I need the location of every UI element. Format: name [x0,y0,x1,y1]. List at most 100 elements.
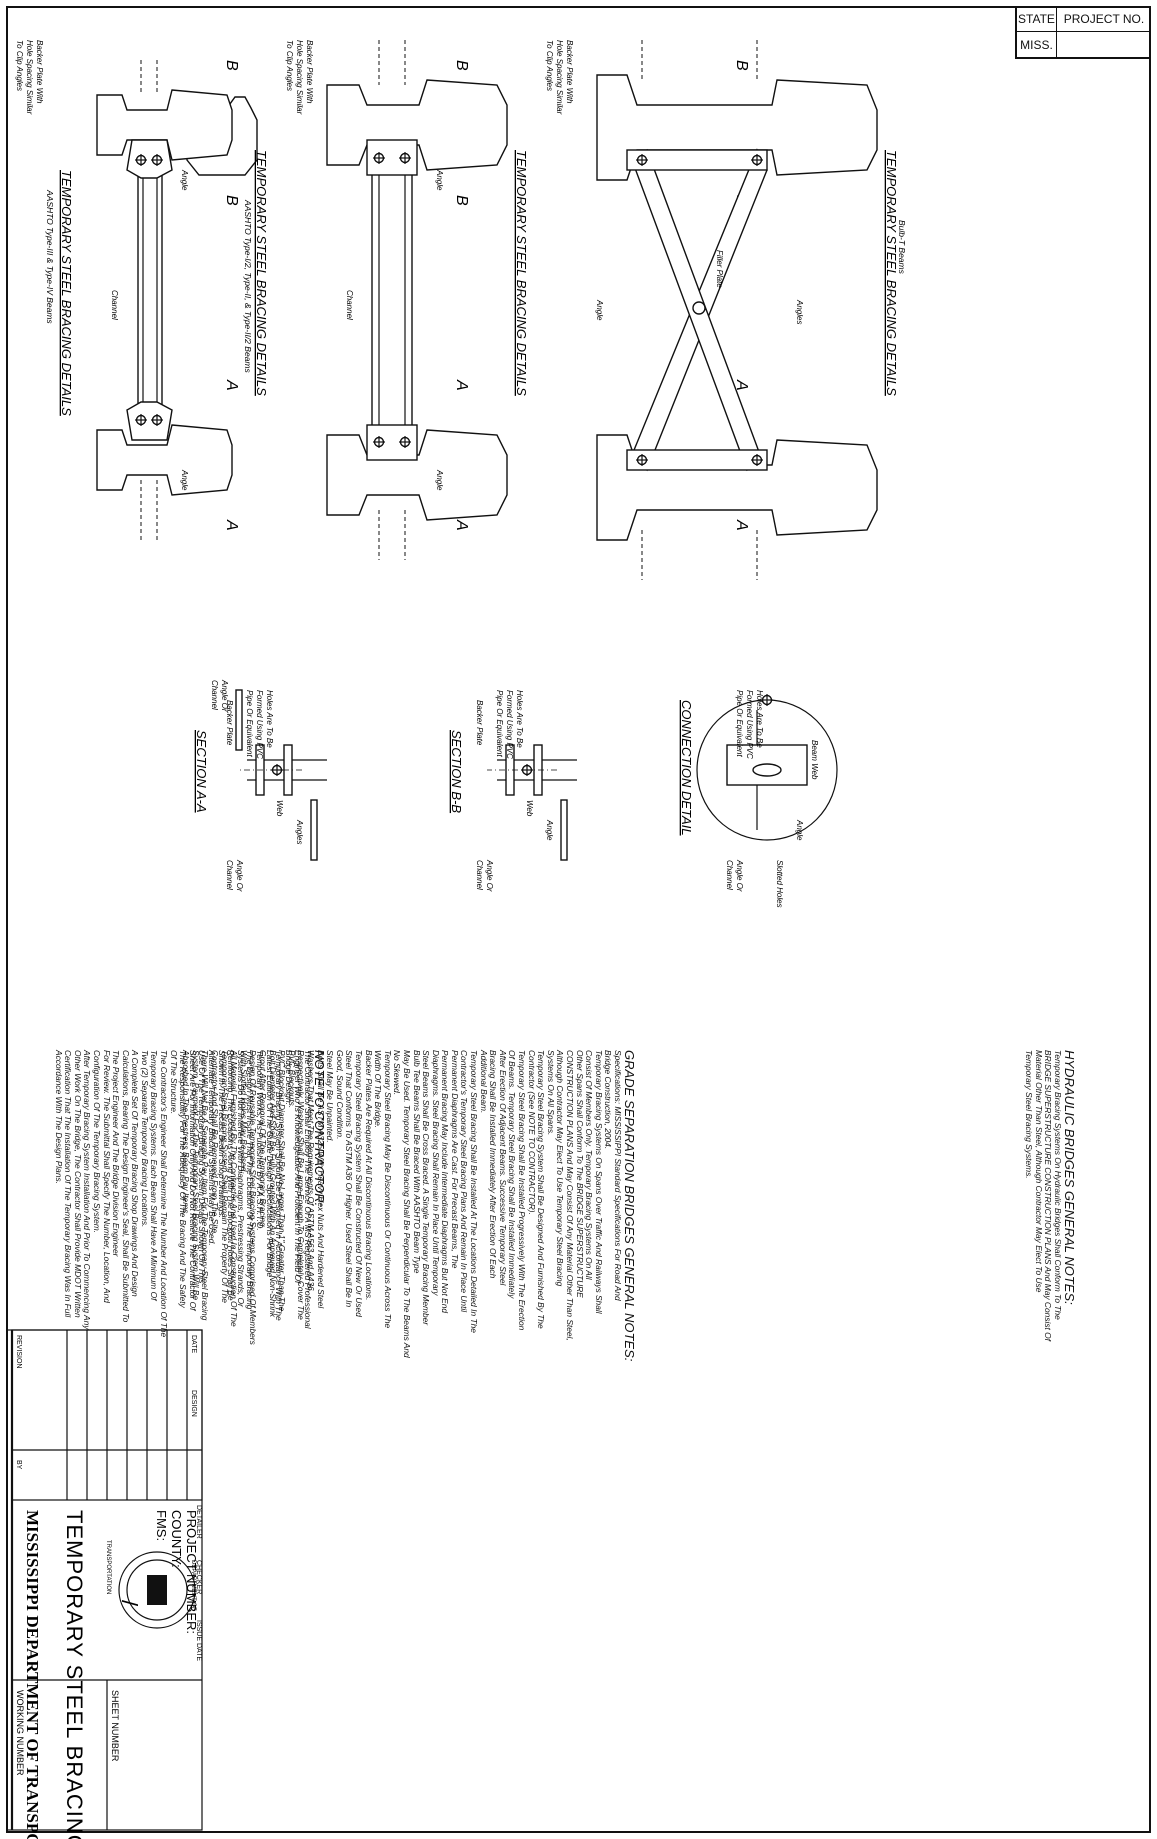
contractor-note-line: Other Work On The Bridge, The Contractor… [72,1050,83,1318]
detail-1-subtitle: AASHTO Type-III & Type-IV Beams [45,189,55,324]
label-holes-2c: Pipe Or Equivalent [495,690,504,757]
contractor-note-line: For Review. The Submittal Shall Specify … [101,1050,112,1303]
detail-3-drawing [596,40,878,580]
grade-note-line: Respectively. Washers Shall Be Large Eno… [296,1050,307,1320]
grade-note-line: Of Beams. Temporary Steel Bracing Shall … [507,1050,518,1299]
label-holes-2a: Holes Are To Be [515,690,524,748]
issue-date-label: ISSUE DATE [195,1620,202,1661]
grade-note-line: Additional Beam. [478,1050,489,1114]
grade-note-line: No Skewed. [392,1050,403,1096]
section-aa-caption: SECTION A-A [194,730,209,813]
marker-b-2: B [223,195,240,206]
label-beam-web: Beam Web [810,740,819,780]
project-no-value [1056,32,1151,58]
label-hole-spacing-1: Hole Spacing Similar [25,40,34,115]
grade-note-line: Permanent Bracing May Include Intermedia… [440,1050,451,1314]
label-channel-word-3: Channel [725,860,734,890]
grade-note-line: PVC Blockouts. [286,1050,297,1109]
detail-2-caption: TEMPORARY STEEL BRACING DETAILS [514,150,529,396]
date-label: DATE [190,1335,197,1353]
grade-note-line: Bridge Construction, 2004. [603,1050,614,1150]
grade-note-line: Width Of The Bridge. [373,1050,384,1129]
title-block-text: MISSISSIPPI DEPARTMENT OF TRANSPORTATION… [15,1335,202,1839]
hydraulic-note-line: Material Other Than Steel, Although Cont… [1033,1050,1044,1293]
label-hole-spacing-2: Hole Spacing Similar [295,40,304,115]
hydraulic-note-line: Temporary Bracing Systems On Hydraulic B… [1053,1050,1063,1320]
grade-note-line: Bulb Tee Beams Shall Be Braced With AASH… [411,1050,422,1274]
label-angle-4: Angle [435,169,444,191]
checker-label: CHECKER [195,1560,202,1594]
grade-note-line: Steel That Conforms To ASTM A36 Or Highe… [344,1050,355,1308]
title-block [6,1329,203,1831]
label-angle-3: Angle [435,469,444,491]
grade-note-line: Diaphragms. Steel Bracing Shall Remain I… [430,1050,441,1296]
grade-note-line: Temporary Bracing Systems On Spans Over … [593,1050,604,1314]
label-web-2: Web [525,800,534,817]
grade-note-line: PVC Blockout Diameter Shall Be No Larger… [277,1050,288,1312]
grade-note-line: With Slotted Holes May Be Used. [238,1050,249,1174]
label-hole-spacing-3: Hole Spacing Similar [555,40,564,115]
drawing-labels: Channel Channel Angle Angle Angle Angle … [15,40,819,908]
state-value: MISS. [1016,32,1056,58]
label-backer-with-3: Backer Plate With [565,40,574,104]
label-angle-conn: Angle [795,819,804,841]
label-backer-plate-1: Backer Plate [225,700,234,746]
section-bb-drawing [487,744,577,861]
marker-b-5: B [733,60,750,71]
contractor-note-line: Two (2) Separate Temporary Bracing Locat… [139,1050,150,1228]
label-channel-word-4: Channel [210,680,219,710]
grade-note-line: Contractor (See NOTE TO CONTRACTOR). [526,1050,537,1215]
marker-b-3: B [453,60,470,71]
grade-note-line: Steel May Be Unpainted. [325,1050,336,1143]
label-backer-with-1: Backer Plate With [35,40,44,104]
label-holes-1b: Formed Using PVC [255,690,264,759]
label-angle-5: Angle [595,299,604,321]
label-channel-2: Channel [345,290,354,320]
label-to-clip-1: To Clip Angles [15,40,24,91]
label-to-clip-3: To Clip Angles [545,40,554,91]
department-name: MISSISSIPPI DEPARTMENT OF TRANSPORTATION [23,1510,42,1839]
grade-note-line: Bolts Shall Be ASTM A325 With Heavy Hex … [315,1050,326,1309]
detail-2-drawing [326,40,508,560]
detail-1-drawing [96,60,258,540]
county-label: COUNTY: [169,1510,184,1568]
label-angle-or-3: Angle Or [735,859,744,892]
detail-titles: TEMPORARY STEEL BRACING DETAILS AASHTO T… [243,150,907,396]
grade-note-line: Temporary Steel Bracing Shall Be Install… [517,1050,528,1331]
detail-1-title: TEMPORARY STEEL BRACING DETAILS [59,170,74,416]
sheet-border [6,6,1151,1833]
note-grade-title: GRADE SEPARATION BRIDGES GENERAL NOTES: [622,1050,637,1362]
sheet-number-label: SHEET NUMBER [110,1690,120,1762]
grade-note-line: After Erection Of Adjacent Beams. Succes… [497,1050,508,1286]
hydraulic-note-line: BRIDGE SUPERSTRUCTURE CONSTRUCTION PLANS… [1043,1050,1054,1342]
contractor-note-line: After Temporary Bracing System Installat… [82,1050,93,1330]
marker-a-1: A [223,379,240,391]
contractor-note-line: Temporary Bracing Systems. Each Beam Sha… [149,1050,160,1301]
contractor-note-line: The Project Engineer And The Bridge Divi… [111,1050,122,1257]
hydraulic-note-line: Temporary Steel Bracing Systems. [1024,1050,1035,1179]
note-hydraulic-body: Temporary Bracing Systems On Hydraulic B… [1024,1050,1063,1650]
label-backer-with-2: Backer Plate With [305,40,314,104]
connection-detail-caption: CONNECTION DETAIL [679,700,694,836]
state-label: STATE [1016,6,1056,32]
grade-note-line: Temporary Steel Bracing System Shall Be … [536,1050,547,1329]
marker-a-4: A [453,519,470,531]
project-number-label: PROJECT NUMBER: [184,1510,199,1634]
grade-note-line: There Will Not Be A Separate Pay Item Fo… [200,1050,211,1321]
label-angle-2: Angle [180,169,189,191]
project-no-label: PROJECT NO. [1056,6,1151,32]
working-number-label: WORKING NUMBER [15,1690,25,1776]
contractor-note-line: The Contractor's Engineer Shall Determin… [159,1050,170,1338]
contractor-note-line: Of The Structure. [168,1050,179,1115]
grade-note-line: Temporary Steel Bracing System Shall Rem… [219,1050,230,1303]
grade-note-line: All Material Furnished By The Contractor… [229,1050,240,1327]
note-grade-body: Specifications: MISSISSIPPI Standard Spe… [181,1050,623,1650]
grade-note-line: Systems On All Spans. [545,1050,556,1136]
label-channel-1: Channel [110,290,119,320]
notes-grade: GRADE SEPARATION BRIDGES GENERAL NOTES: … [181,1050,637,1650]
grade-note-line: Bolt Diameter And Shall Be Fully Grouted… [267,1050,278,1318]
label-angle-or-4: Angle Or [220,679,229,712]
grade-note-line: Temporary Steel Bracing Shall Be Install… [469,1050,480,1333]
label-to-clip-2: To Clip Angles [285,40,294,91]
